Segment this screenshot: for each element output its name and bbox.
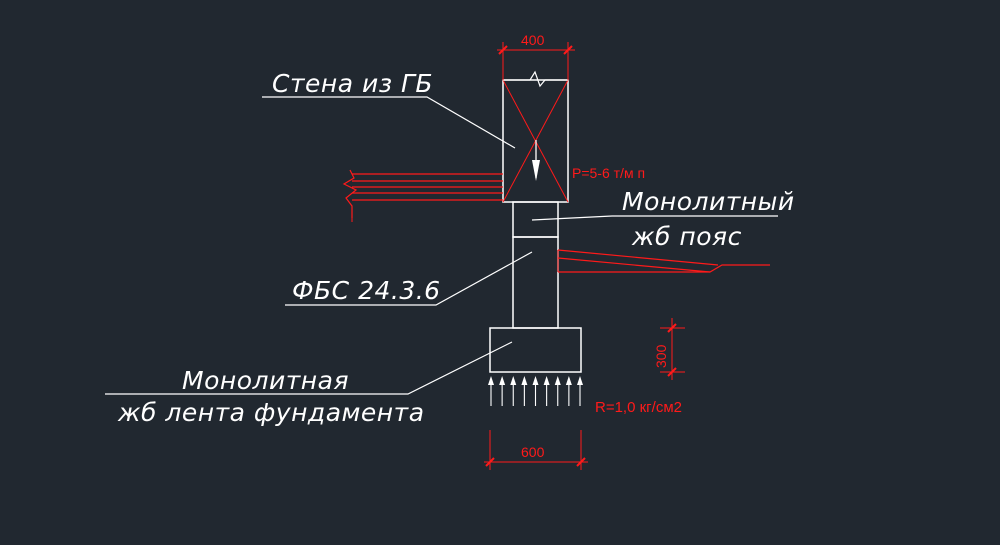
label-belt-line2: жб пояс <box>631 222 742 251</box>
soil-arrow-head <box>577 376 583 385</box>
soil-arrow-head <box>554 376 561 385</box>
leader-wall: Стена из ГБ <box>262 69 516 149</box>
leader-fbs: ФБС 24.3.6 <box>285 251 533 306</box>
soil-arrow-head <box>499 376 506 385</box>
dimension-wall-width: 400 <box>497 32 575 80</box>
wall-block <box>502 70 569 203</box>
label-footing-line1: Монолитная <box>182 366 349 395</box>
soil-arrow-head <box>510 376 517 385</box>
soil-arrow-head <box>532 376 539 385</box>
wall-load-text: P=5-6 т/м п <box>572 165 645 181</box>
dimension-footing-width: 600 <box>484 430 588 470</box>
ground-line <box>557 249 770 273</box>
wall-load-arrow <box>532 140 540 181</box>
soil-reaction-arrows <box>488 376 583 406</box>
leader-belt: Монолитный жб пояс <box>531 187 795 251</box>
label-footing-line2: жб лента фундамента <box>117 398 425 427</box>
label-wall: Стена из ГБ <box>272 69 433 98</box>
dimension-footing-height: 300 <box>653 318 685 380</box>
floor-slab <box>342 169 503 222</box>
dimension-wall-width-text: 400 <box>521 32 545 48</box>
dimension-footing-height-text: 300 <box>653 344 669 368</box>
fbs-block <box>512 236 559 329</box>
dimension-footing-width-text: 600 <box>521 444 545 460</box>
label-belt-line1: Монолитный <box>622 187 795 216</box>
label-fbs: ФБС 24.3.6 <box>292 276 441 305</box>
soil-arrow-head <box>521 376 528 385</box>
strip-footing <box>489 327 582 373</box>
soil-arrow-head <box>565 376 572 385</box>
soil-arrow-head <box>543 376 550 385</box>
soil-pressure-text: R=1,0 кг/см2 <box>595 399 682 416</box>
soil-arrow-head <box>488 376 494 385</box>
leader-footing: Монолитная жб лента фундамента <box>105 341 513 427</box>
